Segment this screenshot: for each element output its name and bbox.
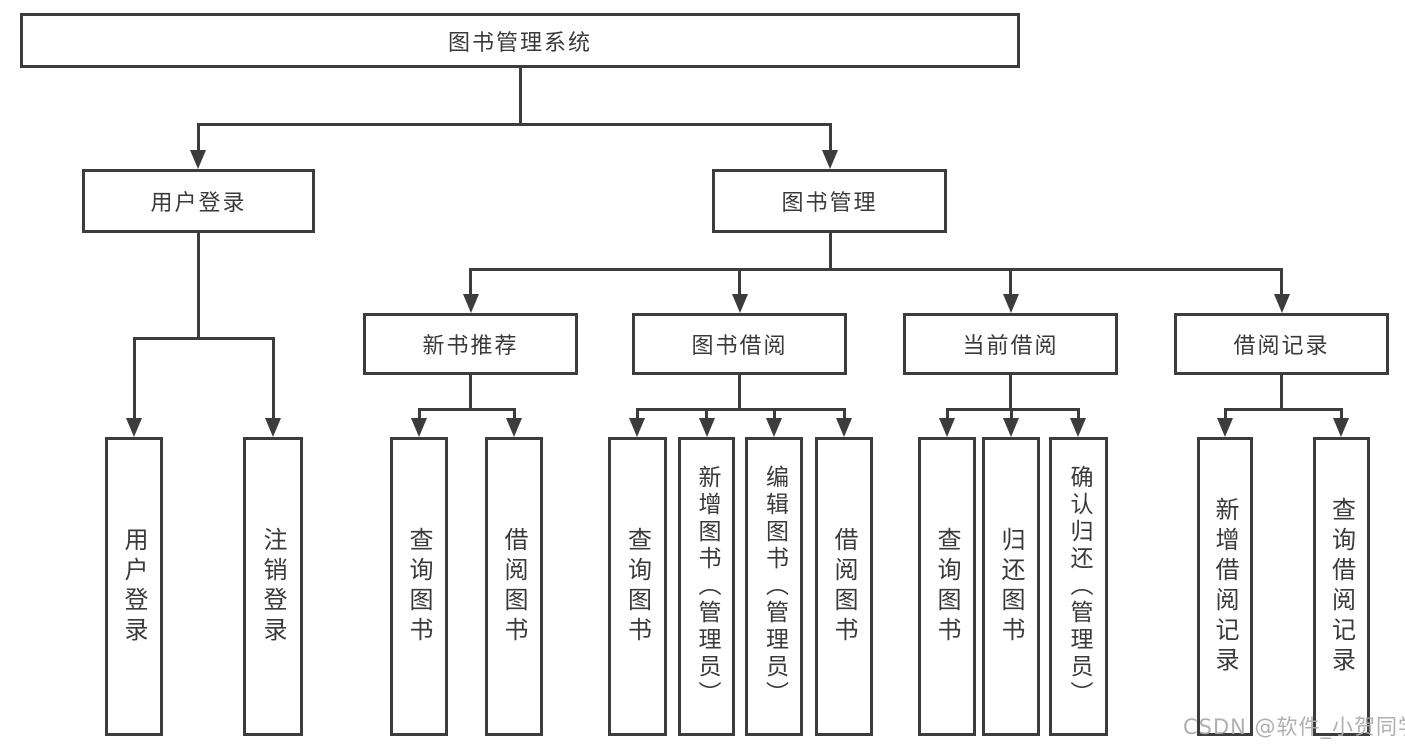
connector-line [772,408,776,420]
connector-line [635,408,639,420]
leaf-query-books-current-label: 查询图书 [933,526,961,647]
connector-line [196,233,200,337]
connector-line [1009,375,1012,408]
leaf-add-borrow-record: 新增借阅记录 [1197,437,1253,736]
arrow-down-icon [1217,418,1233,437]
leaf-borrow-books-recommend-label: 借阅图书 [500,526,528,647]
leaf-borrow-books-recommend: 借阅图书 [485,437,543,736]
arrow-down-icon [766,418,782,437]
connector-line [828,233,832,268]
arrow-down-icon [411,418,427,437]
node-book-borrowing-label: 图书借阅 [691,334,788,359]
arrow-down-icon [822,150,838,169]
connector-line [828,123,832,153]
arrow-down-icon [836,418,852,437]
leaf-query-books-current: 查询图书 [918,437,976,736]
node-library-system-label: 图书管理系统 [447,30,592,56]
connector-line [132,337,275,340]
arrow-down-icon [939,418,955,437]
leaf-add-borrow-record-label: 新增借阅记录 [1211,496,1239,677]
leaf-query-borrow-record-label: 查询借阅记录 [1327,496,1356,677]
arrow-down-icon [265,418,281,437]
node-user-login: 用户登录 [82,169,315,233]
arrow-down-icon [506,418,522,437]
leaf-return-books-label: 归还图书 [997,526,1025,647]
connector-line [1339,408,1343,420]
arrow-down-icon [190,150,206,169]
leaf-query-borrow-record: 查询借阅记录 [1313,437,1370,736]
leaf-query-books-borrow-label: 查询图书 [623,526,652,647]
arrow-down-icon [1070,418,1086,437]
leaf-logout: 注销登录 [243,437,303,736]
connector-line [196,123,832,126]
arrow-down-icon [629,418,645,437]
connector-line [512,408,516,420]
node-book-borrowing: 图书借阅 [632,313,847,375]
leaf-edit-book-admin: 编辑图书（管理员） [745,437,803,736]
connector-line [1009,268,1012,297]
node-new-book-recommend-label: 新书推荐 [422,334,519,359]
leaf-query-books-recommend: 查询图书 [390,437,448,736]
connector-line [469,268,1283,271]
connector-line [842,408,846,420]
connector-line [271,337,275,419]
connector-line [1009,408,1013,420]
connector-line [469,268,472,297]
connector-line [469,375,472,408]
leaf-borrow-books-borrow-label: 借阅图书 [830,526,858,647]
connector-line [738,375,741,408]
node-current-borrowing: 当前借阅 [903,313,1118,375]
arrow-down-icon [1002,294,1019,313]
leaf-add-book-admin-label: 新增图书（管理员） [694,465,720,708]
node-current-borrowing-label: 当前借阅 [962,334,1059,359]
arrow-down-icon [1273,294,1290,313]
leaf-add-book-admin: 新增图书（管理员） [678,437,735,736]
connector-line [705,408,708,420]
arrow-down-icon [1333,418,1349,437]
node-book-management-label: 图书管理 [781,191,878,216]
connector-line [417,408,516,411]
leaf-query-books-borrow: 查询图书 [608,437,667,736]
connector-line [1280,268,1283,297]
connector-line [1280,375,1283,408]
node-borrowing-records-label: 借阅记录 [1233,334,1330,359]
arrow-down-icon [698,418,715,437]
leaf-edit-book-admin-label: 编辑图书（管理员） [761,465,788,708]
connector-line [132,337,136,419]
leaf-logout-label: 注销登录 [259,526,287,647]
node-user-login-label: 用户登录 [150,191,247,216]
connector-line [945,408,1080,411]
watermark: CSDN @软件_小贺同学 [1183,715,1405,739]
arrow-down-icon [126,418,142,437]
node-new-book-recommend: 新书推荐 [363,313,578,375]
leaf-user-login-label: 用户登录 [120,526,148,647]
leaf-confirm-return-admin: 确认归还（管理员） [1049,437,1108,736]
connector-line [1076,408,1080,420]
leaf-confirm-return-admin-label: 确认归还（管理员） [1066,465,1092,708]
connector-line [1223,408,1227,420]
arrow-down-icon [462,294,479,313]
leaf-query-books-recommend-label: 查询图书 [405,526,433,647]
arrow-down-icon [731,294,748,313]
node-book-management: 图书管理 [712,169,947,233]
leaf-user-login: 用户登录 [105,437,163,736]
leaf-borrow-books-borrow: 借阅图书 [815,437,873,736]
node-library-system: 图书管理系统 [20,13,1020,68]
arrow-down-icon [1003,418,1019,437]
connector-line [738,268,741,297]
node-borrowing-records: 借阅记录 [1174,313,1389,375]
connector-line [635,408,846,411]
connector-line [417,408,421,420]
leaf-return-books: 归还图书 [982,437,1040,736]
connector-line [1223,408,1343,411]
connector-line [945,408,949,420]
connector-line [518,68,522,123]
connector-line [196,123,200,153]
